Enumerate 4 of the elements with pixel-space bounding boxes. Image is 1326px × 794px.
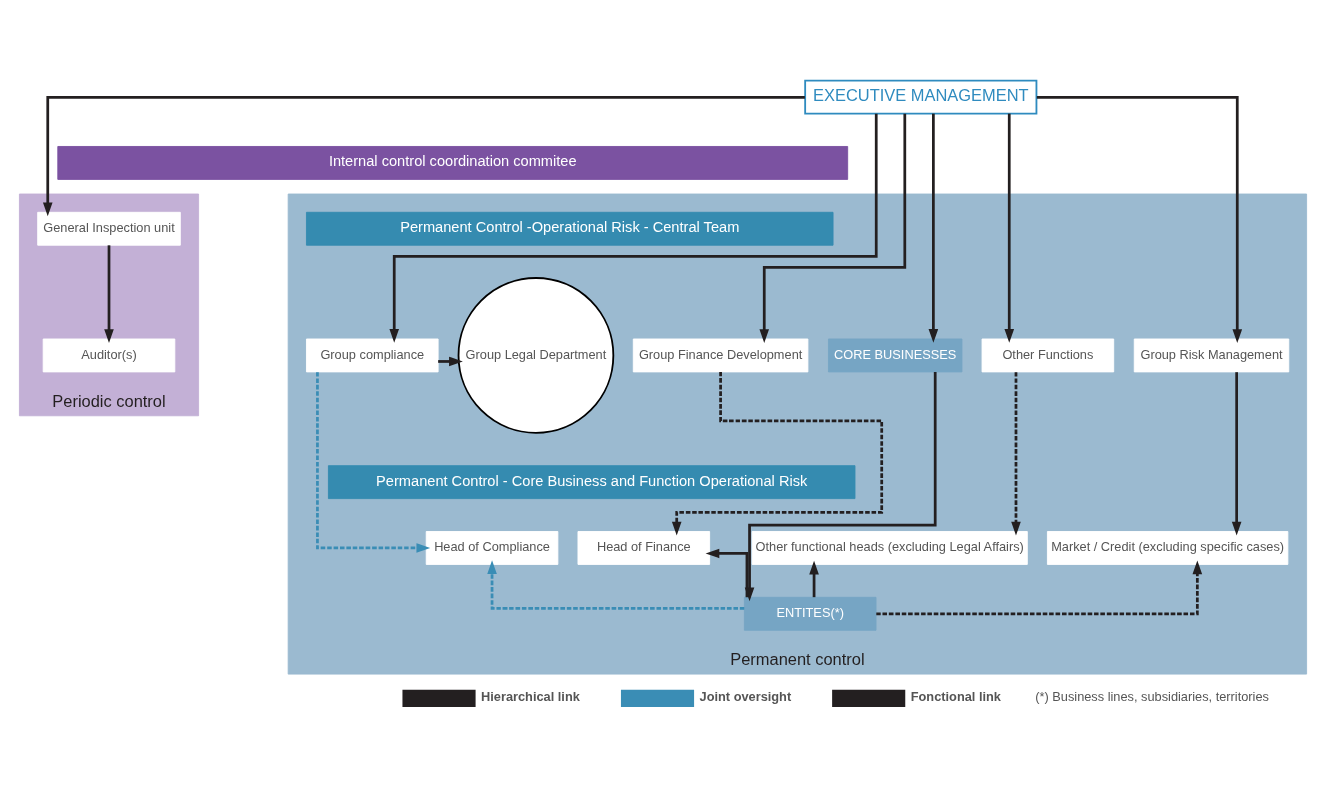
legend-label: Joint oversight	[699, 688, 792, 704]
label: (*) Business lines, subsidiaries, territories	[1035, 688, 1269, 704]
legend-label: Hierarchical link	[481, 688, 580, 704]
legend-label: Fonctional link	[910, 688, 1001, 704]
